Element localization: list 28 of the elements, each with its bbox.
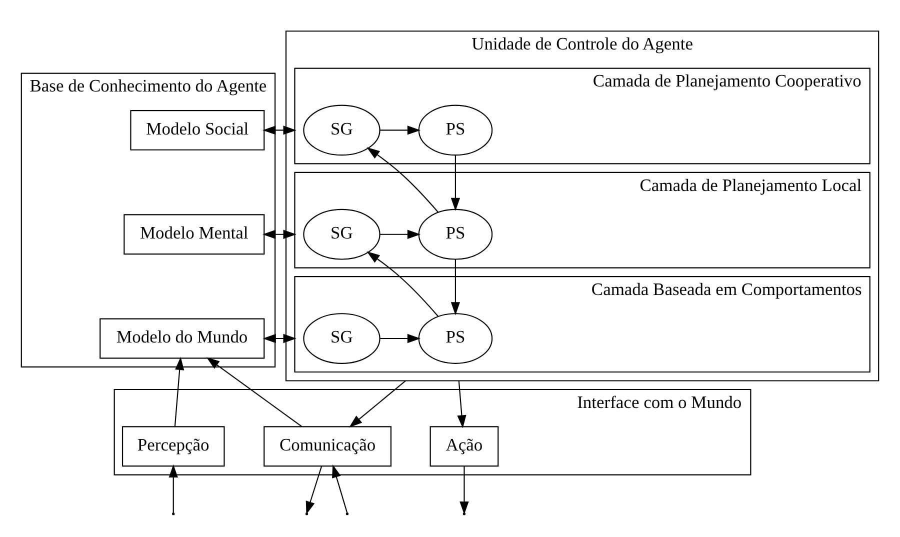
arrow: [380, 334, 421, 344]
arrow: [174, 356, 184, 427]
arrow: [262, 334, 296, 344]
node-box: Ação: [430, 426, 499, 467]
arrow: [450, 154, 460, 212]
node-ellipse: PS: [418, 208, 493, 260]
arrow: [332, 464, 348, 514]
arrow: [262, 230, 296, 239]
node-ellipse: SG: [303, 208, 380, 260]
arrow: [366, 251, 439, 317]
node-ellipse: PS: [418, 313, 493, 364]
node-box: Percepção: [122, 426, 225, 467]
node-ellipse: SG: [303, 104, 380, 156]
arrow: [168, 464, 178, 513]
arrow: [349, 380, 406, 428]
arrow: [206, 357, 302, 427]
node-box: Comunicação: [264, 426, 392, 467]
arrow: [380, 126, 421, 135]
node-box: Modelo Mental: [124, 214, 265, 255]
arrow: [262, 126, 296, 135]
arrow: [366, 147, 439, 213]
node-box: Modelo do Mundo: [100, 318, 265, 359]
arrow: [457, 380, 466, 428]
node-ellipse: SG: [303, 313, 380, 364]
node-ellipse: PS: [418, 104, 493, 156]
arrow: [450, 259, 460, 316]
node-box: Modelo Social: [130, 110, 265, 150]
arrow: [380, 230, 421, 239]
